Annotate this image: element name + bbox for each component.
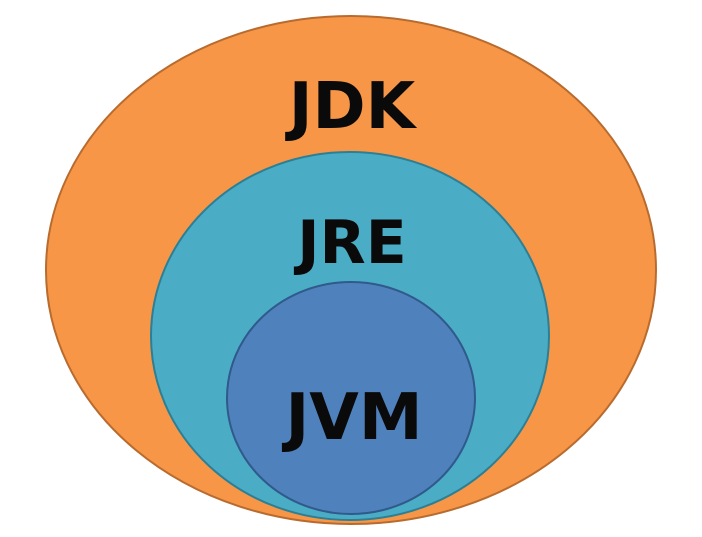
jvm-label: JVM [281,381,422,455]
jvm-ellipse [226,281,476,515]
jre-label: JRE [293,208,407,278]
jdk-label: JDK [285,70,418,144]
